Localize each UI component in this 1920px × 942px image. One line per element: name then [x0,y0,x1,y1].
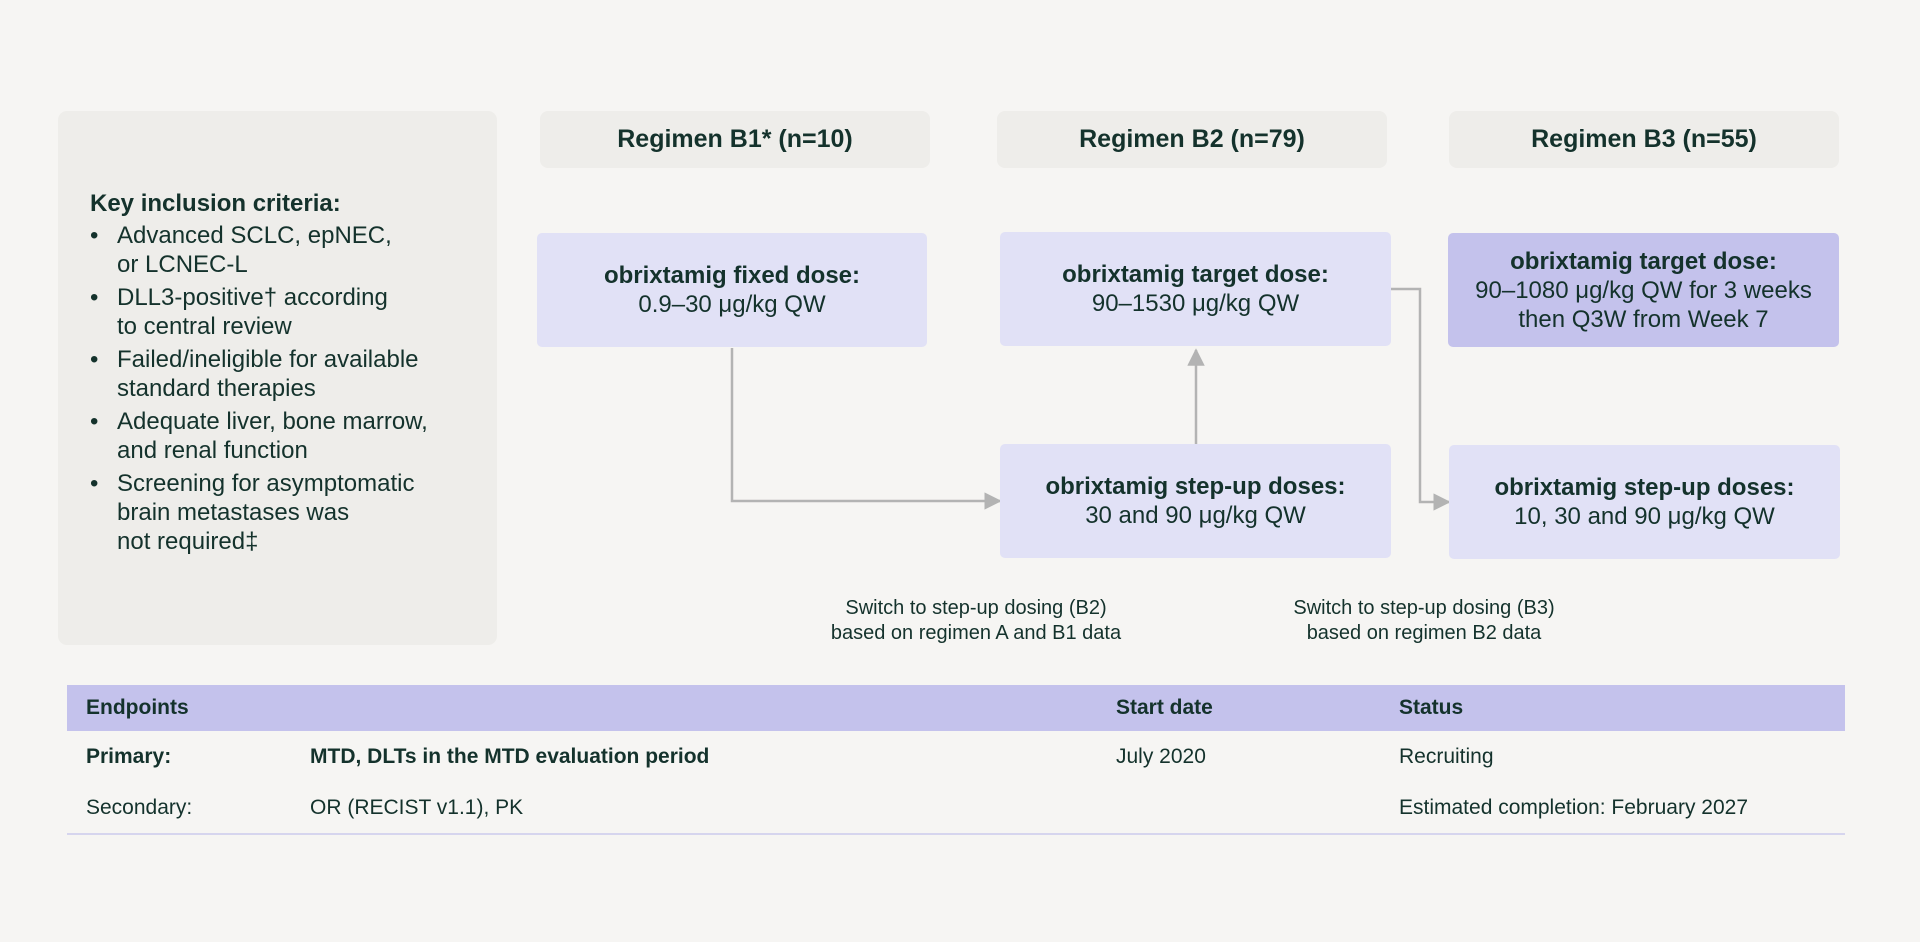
primary-endpoint-value: MTD, DLTs in the MTD evaluation period [310,745,710,768]
b2-stepup-dose-box: obrixtamig step-up doses: 30 and 90 μg/k… [1000,444,1391,558]
primary-start-date: July 2020 [1116,745,1206,768]
b1-fixed-dose-value: 0.9–30 μg/kg QW [638,291,826,318]
table-divider [67,833,1845,835]
criteria-item-line: or LCNEC-L [117,251,248,278]
criteria-item-line: brain metastases was [117,499,350,526]
note-line: Switch to step-up dosing (B3) [1293,597,1555,619]
criteria-item-line: and renal function [117,437,308,464]
criteria-item-line: DLL3-positive† according [117,284,388,311]
criteria-item: Adequate liver, bone marrow, and renal f… [90,407,473,465]
b2-target-dose-title: obrixtamig target dose: [1062,261,1329,288]
regimen-b2-header: Regimen B2 (n=79) [997,111,1387,168]
endpoints-table-header [67,685,1845,731]
regimen-b1-header: Regimen B1* (n=10) [540,111,930,168]
secondary-endpoint-value: OR (RECIST v1.1), PK [310,796,524,819]
criteria-list: Advanced SCLC, epNEC, or LCNEC-L DLL3-po… [90,221,473,556]
b3-target-dose-title: obrixtamig target dose: [1510,247,1777,275]
b3-stepup-dose-value: 10, 30 and 90 μg/kg QW [1514,503,1775,530]
criteria-item-line: Advanced SCLC, epNEC, [117,222,392,249]
arrow-b2-target-to-b3-stepup [1391,287,1451,511]
primary-status: Recruiting [1399,745,1494,768]
b1-fixed-dose-box: obrixtamig fixed dose: 0.9–30 μg/kg QW [537,233,927,347]
b3-target-dose-line: then Q3W from Week 7 [1518,305,1769,333]
note-line: based on regimen A and B1 data [830,622,1122,644]
criteria-item-line: standard therapies [117,375,316,402]
criteria-item: Screening for asymptomatic brain metasta… [90,469,473,556]
start-date-header-label: Start date [1116,696,1213,719]
note-line: based on regimen B2 data [1306,622,1542,644]
note-line: Switch to step-up dosing (B2) [845,597,1107,619]
primary-endpoint-label: Primary: [86,745,172,768]
b2-switch-note: Switch to step-up dosing (B2) based on r… [776,596,1176,646]
criteria-item-line: Adequate liver, bone marrow, [117,408,428,435]
b2-target-dose-box: obrixtamig target dose: 90–1530 μg/kg QW [1000,232,1391,346]
b2-stepup-dose-value: 30 and 90 μg/kg QW [1085,502,1306,529]
secondary-status: Estimated completion: February 2027 [1399,796,1749,819]
criteria-item-line: not required‡ [117,528,259,555]
inclusion-criteria-panel: Key inclusion criteria: Advanced SCLC, e… [58,111,497,645]
criteria-title: Key inclusion criteria: [90,190,341,217]
criteria-item-line: to central review [117,313,292,340]
b3-switch-note: Switch to step-up dosing (B3) based on r… [1224,596,1624,646]
b3-target-dose-line: 90–1080 μg/kg QW for 3 weeks [1475,276,1812,304]
b3-stepup-dose-box: obrixtamig step-up doses: 10, 30 and 90 … [1449,445,1840,559]
criteria-item-line: Screening for asymptomatic [117,470,415,497]
regimen-b3-header: Regimen B3 (n=55) [1449,111,1839,168]
status-header-label: Status [1399,696,1464,719]
endpoints-header-label: Endpoints [86,696,189,719]
arrow-b1-to-b2-stepup [730,348,1002,510]
criteria-item: Advanced SCLC, epNEC, or LCNEC-L [90,221,473,279]
secondary-endpoint-label: Secondary: [86,796,193,819]
b2-target-dose-value: 90–1530 μg/kg QW [1091,290,1300,317]
criteria-item: DLL3-positive† according to central revi… [90,283,473,341]
b3-stepup-dose-title: obrixtamig step-up doses: [1494,474,1795,501]
b3-target-dose-box: obrixtamig target dose: 90–1080 μg/kg QW… [1448,233,1839,347]
criteria-item-line: Failed/ineligible for available [117,346,419,373]
criteria-item: Failed/ineligible for available standard… [90,345,473,403]
b2-stepup-dose-title: obrixtamig step-up doses: [1045,473,1346,500]
b1-fixed-dose-title: obrixtamig fixed dose: [603,262,861,289]
